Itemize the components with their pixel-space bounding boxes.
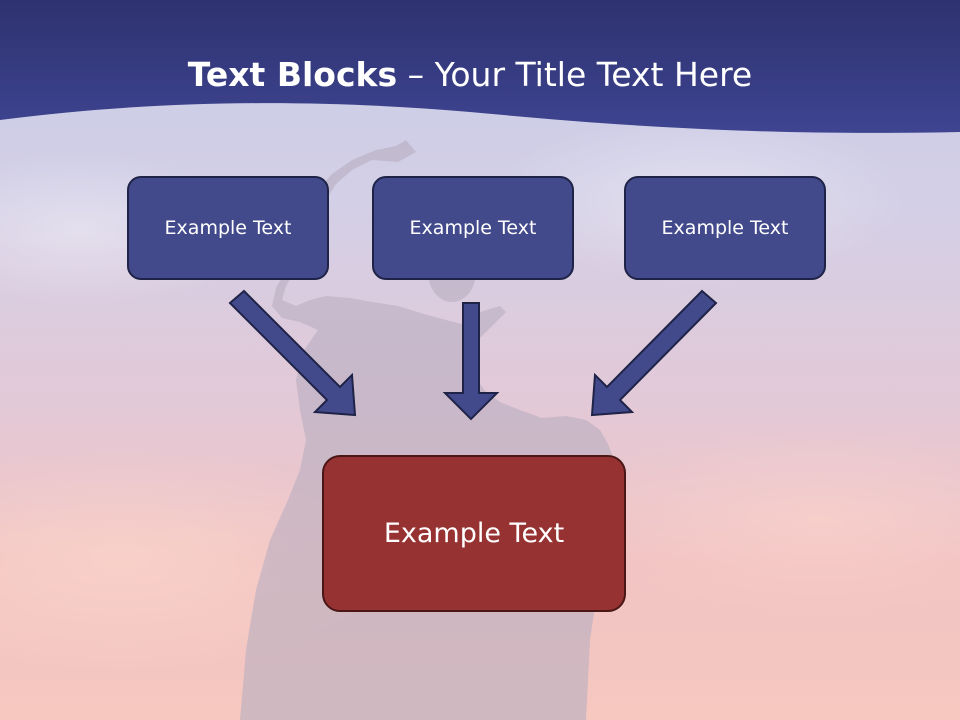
text-block-result-label: Example Text bbox=[383, 518, 565, 549]
arrow-center-down bbox=[442, 302, 500, 421]
title-banner bbox=[0, 0, 960, 133]
text-block-2[interactable]: Example Text bbox=[372, 176, 574, 280]
text-block-1[interactable]: Example Text bbox=[127, 176, 329, 280]
title-rest-part: – Your Title Text Here bbox=[397, 55, 753, 94]
text-block-3[interactable]: Example Text bbox=[624, 176, 826, 280]
text-block-result[interactable]: Example Text bbox=[322, 455, 626, 612]
text-block-2-label: Example Text bbox=[409, 217, 537, 239]
title-bold-part: Text Blocks bbox=[187, 55, 398, 94]
arrow-right-diagonal bbox=[590, 289, 718, 417]
text-block-3-label: Example Text bbox=[661, 217, 789, 239]
slide-title: Text Blocks – Your Title Text Here bbox=[0, 52, 940, 98]
text-block-1-label: Example Text bbox=[164, 217, 292, 239]
arrow-left-diagonal bbox=[228, 289, 357, 417]
